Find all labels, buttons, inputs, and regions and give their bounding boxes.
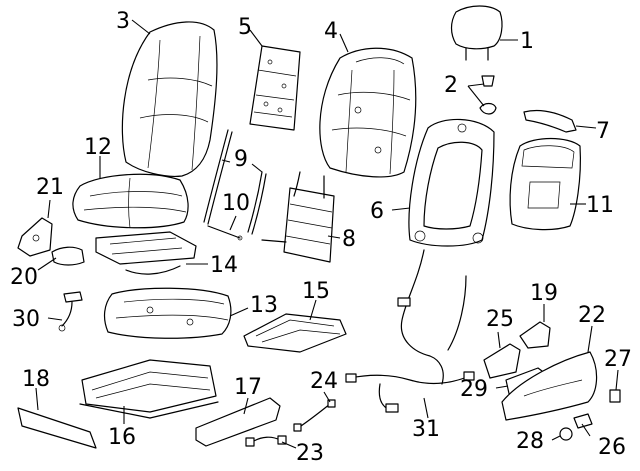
callout-7: 7	[596, 119, 610, 144]
part-seat-track	[79, 359, 219, 419]
callout-28: 28	[516, 429, 544, 454]
callout-26: 26	[598, 435, 626, 460]
part-small-harness	[245, 435, 287, 447]
part-wiring-harness	[345, 249, 475, 413]
callout-4: 4	[324, 19, 338, 44]
callout-25: 25	[486, 307, 514, 332]
callout-5: 5	[238, 15, 252, 40]
callout-3: 3	[116, 9, 130, 34]
part-switch	[483, 343, 521, 379]
callout-1: 1	[520, 29, 534, 54]
part-seat-cushion-cover	[72, 173, 189, 229]
callout-27: 27	[604, 347, 632, 372]
part-bracket	[523, 109, 577, 133]
callout-29: 29	[460, 377, 488, 402]
part-sensor	[58, 291, 83, 332]
part-clip	[519, 321, 551, 349]
part-cover	[573, 413, 593, 429]
callout-30: 30	[12, 307, 40, 332]
callout-18: 18	[22, 367, 50, 392]
part-seat-back-frame	[408, 118, 495, 247]
part-seat-cushion-pad	[103, 287, 232, 339]
part-side-shield	[195, 397, 281, 447]
part-cable	[293, 399, 336, 432]
part-knob	[559, 427, 573, 441]
callout-24: 24	[310, 369, 338, 394]
callout-12: 12	[84, 135, 112, 160]
callout-9: 9	[234, 147, 248, 172]
part-lumbar-support	[261, 171, 335, 263]
part-lower-bracket	[51, 246, 85, 266]
part-seat-back-pad	[319, 47, 417, 178]
callout-2: 2	[444, 73, 458, 98]
part-front-trim	[17, 407, 97, 449]
part-back-panel	[249, 45, 301, 131]
callout-31: 31	[412, 417, 440, 442]
part-cushion-frame	[243, 313, 347, 353]
part-seat-back-shell	[509, 137, 581, 231]
part-headrest-guides	[479, 75, 497, 115]
callout-6: 6	[370, 199, 384, 224]
part-cushion-pan	[95, 231, 197, 275]
callout-19: 19	[530, 281, 558, 306]
callout-17: 17	[234, 375, 262, 400]
part-seat-back-cover	[121, 21, 218, 177]
callout-labels: 1 2 3 4 5 6 7 8 9 10 11 12 13 14 15 16 1…	[10, 9, 632, 466]
part-wire-rods	[203, 129, 267, 235]
callout-15: 15	[302, 279, 330, 304]
callout-8: 8	[342, 227, 356, 252]
part-side-bracket	[17, 217, 53, 257]
callout-13: 13	[250, 293, 278, 318]
callout-20: 20	[10, 265, 38, 290]
callout-10: 10	[222, 191, 250, 216]
callout-16: 16	[108, 425, 136, 450]
callout-14: 14	[210, 253, 238, 278]
leader-lines	[35, 19, 619, 449]
part-rod	[207, 225, 243, 241]
callout-22: 22	[578, 303, 606, 328]
part-headrest	[450, 5, 503, 61]
callout-11: 11	[586, 193, 614, 218]
callout-23: 23	[296, 441, 324, 466]
part-cap	[609, 389, 621, 403]
part-side-trim-panel	[501, 351, 598, 421]
callout-21: 21	[36, 175, 64, 200]
